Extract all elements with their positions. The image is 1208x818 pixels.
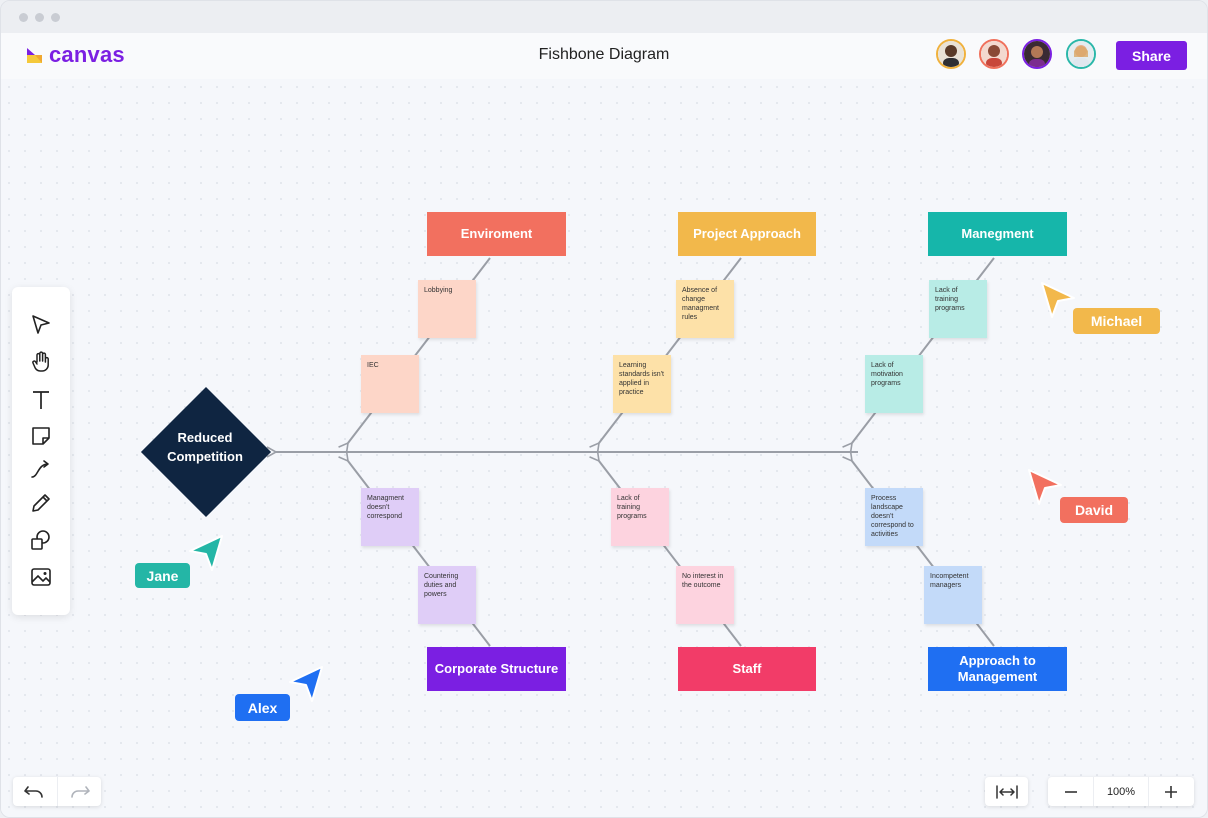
sticky-note-tool-icon[interactable] [29,424,53,448]
sticky-note-lack-motivation[interactable]: Lack of motivation programs [865,355,923,413]
avatar-icon [938,41,964,67]
sticky-note-lobbying[interactable]: Lobbying [418,280,476,338]
sticky-note-process-landscape[interactable]: Process landscape doesn't correspond to … [865,488,923,546]
fit-width-icon [995,784,1018,799]
pen-tool-icon[interactable] [29,491,53,515]
text-tool-icon[interactable] [29,388,53,412]
cursor-label-jane: Jane [135,563,190,588]
canvas-logo[interactable]: canvas [26,42,125,68]
category-corporate-structure[interactable]: Corporate Structure [427,647,566,691]
sticky-note-incompetent[interactable]: Incompetent managers [924,566,982,624]
zoom-out-button[interactable] [1048,777,1095,806]
logo-text: canvas [49,42,125,67]
category-management[interactable]: Manegment [928,212,1067,256]
sticky-note-iec[interactable]: IEC [361,355,419,413]
cursor-arrow-michael-icon [1041,282,1075,318]
hand-tool-icon[interactable] [29,350,53,374]
sticky-note-managment-doesnt[interactable]: Managment doesn't correspond [361,488,419,546]
share-button[interactable]: Share [1116,41,1187,70]
zoom-in-button[interactable] [1149,777,1194,806]
cursor-arrow-alex-icon [289,666,323,702]
minus-icon [1064,790,1077,793]
undo-redo-group [13,777,101,806]
collaborator-avatar-1[interactable] [936,39,966,69]
avatar-icon [1024,41,1050,67]
zoom-level[interactable]: 100% [1094,777,1149,806]
category-environment[interactable]: Enviroment [427,212,566,256]
shapes-tool-icon[interactable] [29,528,53,552]
cursor-label-alex: Alex [235,694,290,721]
effect-diamond[interactable] [140,386,272,518]
connector-tool-icon[interactable] [29,458,53,482]
collaborator-avatar-4[interactable] [1066,39,1096,69]
undo-icon [23,785,43,798]
sticky-note-lack-training-top[interactable]: Lack of training programs [929,280,987,338]
select-tool-icon[interactable] [29,313,53,337]
window-dot-maximize[interactable] [51,13,60,22]
document-title: Fishbone Diagram [538,46,670,63]
sticky-note-learning-standards[interactable]: Learning standards isn't applied in prac… [613,355,671,413]
plus-icon [1165,785,1178,798]
cursor-label-michael: Michael [1073,308,1160,334]
collaborator-avatar-3[interactable] [1022,39,1052,69]
cursor-label-david: David [1060,497,1128,523]
zoom-controls: 100% [1048,777,1194,806]
cursor-arrow-jane-icon [189,535,223,571]
category-staff[interactable]: Staff [678,647,816,691]
window-dot-close[interactable] [19,13,28,22]
fit-to-screen-button[interactable] [985,777,1028,806]
tools-toolbar [12,287,70,615]
effect-label: Reduced Competition [167,430,243,464]
sticky-note-lack-training-bottom[interactable]: Lack of training programs [611,488,669,546]
image-tool-icon[interactable] [29,565,53,589]
sticky-note-countering-duties[interactable]: Countering duties and powers [418,566,476,624]
avatar-icon [981,41,1007,67]
undo-button[interactable] [13,777,58,806]
window-titlebar [1,1,1207,33]
redo-button[interactable] [58,777,102,806]
redo-icon [71,785,91,798]
avatar-icon [1068,41,1094,67]
cursor-arrow-david-icon [1028,469,1062,505]
sticky-note-no-interest[interactable]: No interest in the outcome [676,566,734,624]
category-project-approach[interactable]: Project Approach [678,212,816,256]
logo-icon [27,47,42,63]
category-approach-to-management[interactable]: Approach to Management [928,647,1067,691]
sticky-note-absence-change[interactable]: Absence of change managment rules [676,280,734,338]
collaborator-avatar-2[interactable] [979,39,1009,69]
window-dot-minimize[interactable] [35,13,44,22]
